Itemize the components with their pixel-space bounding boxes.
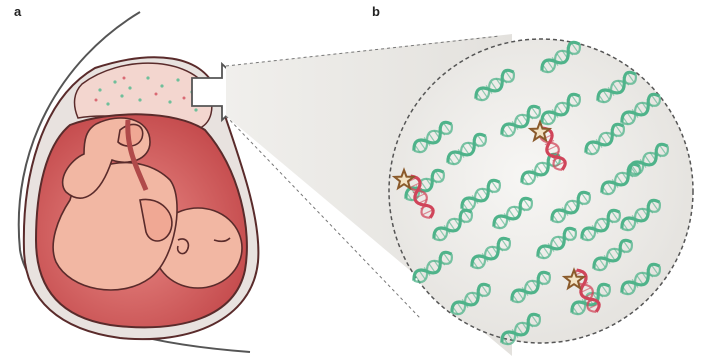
zoom-circle: [389, 39, 693, 343]
panel-a-uterus: [19, 12, 259, 352]
panel-b-zoom: [389, 39, 693, 348]
